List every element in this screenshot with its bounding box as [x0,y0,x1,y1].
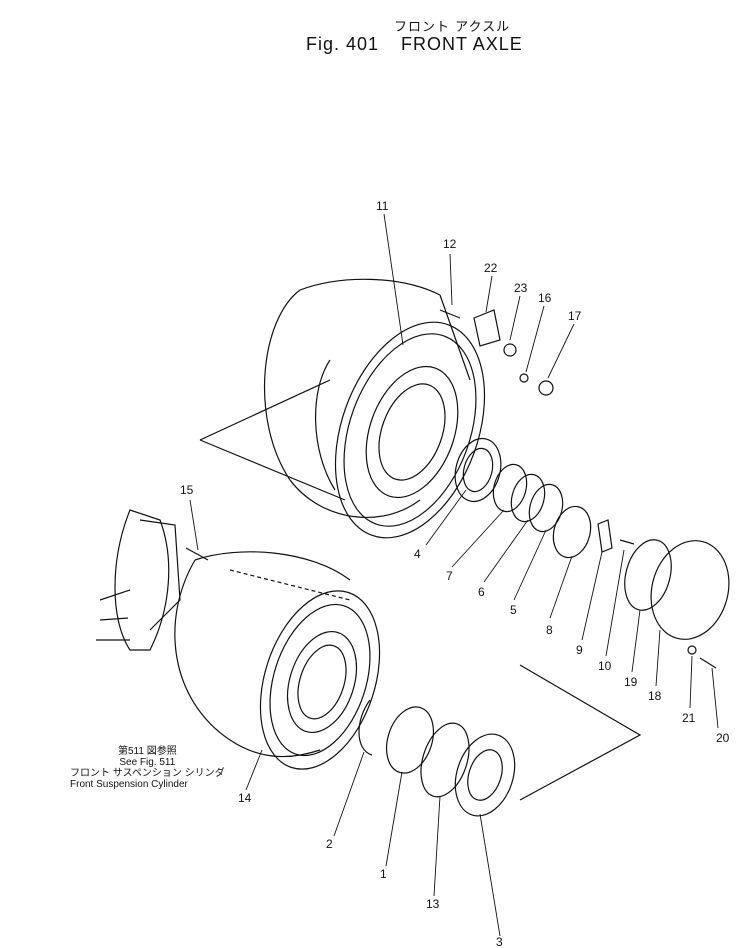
nut-17 [538,380,554,396]
figure-name: FRONT AXLE [401,34,523,54]
callout-20: 20 [716,731,730,745]
suspension-cylinder-bracket [96,509,181,651]
wheel-drum-lower [174,551,381,770]
callout-19: 19 [624,675,638,689]
callout-11: 11 [376,199,389,213]
bolt-15 [185,547,209,561]
leader-lines [189,213,719,937]
callout-16: 16 [538,291,552,305]
callout-15: 15 [180,483,194,497]
callout-7: 7 [446,569,453,583]
bolt-10 [619,539,635,545]
figure-title-japanese: フロント アクスル [394,20,511,35]
reference-note: 第511 図参照 See Fig. 511 フロント サスペンション シリンダ … [70,746,225,790]
figure-title: Fig. 401 FRONT AXLE [306,34,545,55]
figure-number: Fig. 401 [306,34,380,54]
callout-3: 3 [496,935,503,948]
callout-10: 10 [598,659,612,673]
lock-plate-22 [473,309,501,347]
callout-14: 14 [238,791,252,805]
callout-23: 23 [514,281,528,295]
wheel-rim-upper [199,278,486,539]
seal-1 [385,706,435,774]
bearing-4 [454,437,502,503]
bolt-20 [699,657,717,669]
callout-5: 5 [510,603,517,617]
o-ring-19 [624,539,672,611]
reference-line-3: フロント サスペンション シリンダ [70,768,225,779]
snap-ring-2 [358,699,373,756]
callout-9: 9 [576,643,583,657]
washer-16 [519,373,529,383]
callout-8: 8 [546,623,553,637]
callout-1: 1 [380,867,387,881]
callout-13: 13 [426,897,440,911]
shim-5 [528,483,564,533]
callout-18: 18 [648,689,662,703]
callout-12: 12 [443,237,457,251]
callout-2: 2 [326,837,333,851]
reference-line-4: Front Suspension Cylinder [70,779,188,790]
bearing-cone-3 [454,733,516,817]
shim-7 [492,463,528,513]
nut-23 [503,343,517,357]
callout-4: 4 [414,547,421,561]
callout-21: 21 [682,711,696,725]
callout-17: 17 [568,309,582,323]
lock-plate-9 [597,519,613,553]
stud-12 [439,309,461,319]
washer-21 [687,645,697,655]
cover-18 [650,540,730,640]
callout-labels: 11 12 22 23 16 17 15 4 7 6 5 8 9 10 19 1… [180,199,730,948]
shim-6 [510,473,546,523]
reference-line-2: See Fig. 511 [119,757,176,768]
bearing-cup-13 [420,722,470,798]
assembly-bracket-lines [519,664,642,801]
callout-22: 22 [484,261,498,275]
retainer-8 [552,505,592,559]
callout-6: 6 [478,585,485,599]
reference-line-1: 第511 図参照 [117,746,177,757]
